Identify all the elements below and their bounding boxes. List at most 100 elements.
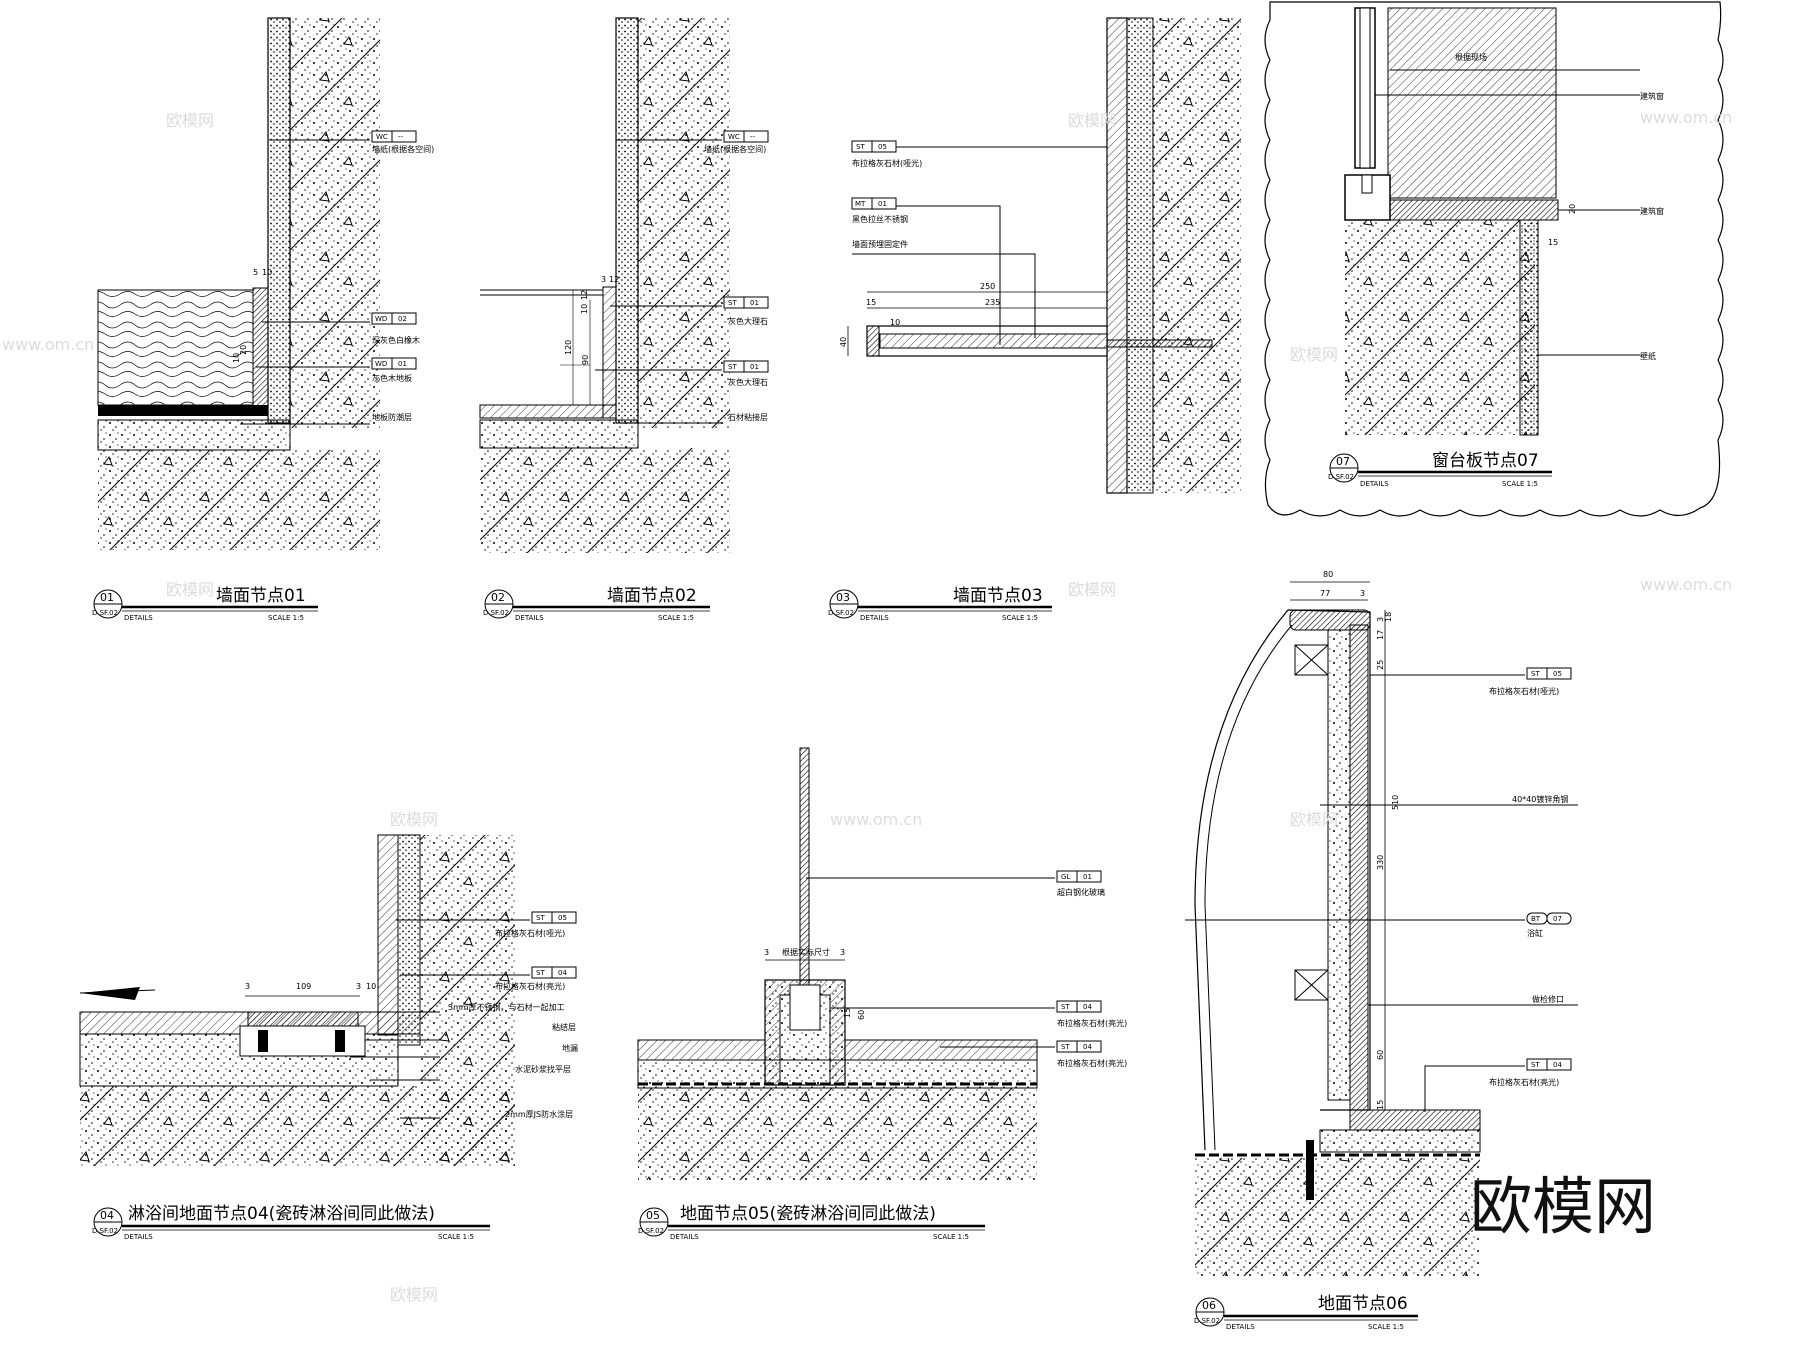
tag-num: 05 bbox=[558, 914, 567, 922]
note-text: 3mm厚不锈钢，与石材一起加工 bbox=[448, 1002, 565, 1012]
detail-03-dims-lines bbox=[847, 291, 1107, 356]
sheet-ref: D.SF.02 bbox=[1194, 1317, 1220, 1325]
tag-st04: ST 04 布拉格灰石材(亮光) bbox=[495, 966, 577, 991]
detail-02: 3 12 10 12 120 90 WC -- 墙纸(根据各空间) ST 01 … bbox=[479, 17, 769, 622]
tag-code: WC bbox=[376, 133, 388, 141]
floor-slab bbox=[480, 448, 730, 553]
dim-text: 12 bbox=[580, 290, 589, 300]
sheet-ref: D.SF.02 bbox=[1328, 473, 1354, 481]
scale-label: SCALE 1:5 bbox=[658, 614, 694, 622]
detail-number: 05 bbox=[646, 1209, 660, 1222]
dim-text: 25 bbox=[1376, 660, 1385, 670]
floor-screed bbox=[97, 419, 291, 451]
tag-num: 05 bbox=[1553, 670, 1562, 678]
tag-text: 墙纸(根据各空间) bbox=[704, 144, 766, 154]
dim-text: 3 bbox=[840, 948, 845, 957]
sill-concrete bbox=[1345, 220, 1535, 435]
detail-04-dims: 3 109 3 10 bbox=[245, 982, 376, 991]
tag-text: 超白钢化玻璃 bbox=[1057, 887, 1105, 897]
details-label: DETAILS bbox=[124, 614, 153, 622]
floor-stone bbox=[1349, 1109, 1481, 1131]
dim-text: 10 bbox=[580, 304, 589, 314]
tag-st04b: ST 04 布拉格灰石材(亮光) bbox=[1056, 1040, 1127, 1068]
dim-text: 15 bbox=[1376, 1100, 1385, 1110]
scale-label: SCALE 1:5 bbox=[1002, 614, 1038, 622]
tag-code: ST bbox=[1061, 1043, 1070, 1051]
detail-06-leaders bbox=[1185, 674, 1578, 1112]
detail-03-dims: 250 235 15 10 40 bbox=[839, 282, 1000, 347]
watermark-url: www.om.cn bbox=[1640, 108, 1732, 127]
note-text: 地板防潮层 bbox=[372, 412, 412, 422]
tag-code: MT bbox=[855, 200, 866, 208]
tag-code: ST bbox=[728, 363, 737, 371]
tag-code: BT bbox=[1531, 915, 1541, 923]
dim-text: 15 bbox=[866, 298, 876, 307]
watermark-text: 欧模网 bbox=[1290, 345, 1338, 364]
dim-text: 10 bbox=[262, 268, 272, 277]
tag-mt01: MT 01 黑色拉丝不锈钢 bbox=[851, 197, 908, 224]
tag-st01a: ST 01 灰色大理石 bbox=[723, 296, 769, 326]
slope-arrow bbox=[80, 987, 140, 1000]
window-glass bbox=[1359, 7, 1371, 169]
watermark-url: www.om.cn bbox=[1640, 575, 1732, 594]
wall-plaster bbox=[267, 17, 291, 424]
detail-05: 3 根据实际尺寸 3 15 60 GL 01 超白钢化玻璃 ST 04 布拉格灰… bbox=[637, 747, 1127, 1241]
tub-inner bbox=[1204, 624, 1293, 1151]
dim-text: 250 bbox=[980, 282, 995, 291]
details-label: DETAILS bbox=[1226, 1323, 1255, 1331]
detail-05-dims: 3 根据实际尺寸 3 15 60 bbox=[764, 947, 866, 1020]
dim-text: 3 bbox=[1360, 589, 1365, 598]
tag-st05: ST 05 布拉格灰石材(哑光) bbox=[1489, 667, 1572, 696]
tag-num: 01 bbox=[750, 299, 759, 307]
dim-text: 3 bbox=[601, 275, 606, 284]
dim-text: 77 bbox=[1320, 589, 1330, 598]
details-label: DETAILS bbox=[124, 1233, 153, 1241]
detail-title: 淋浴间地面节点04(瓷砖淋浴间同此做法) bbox=[128, 1204, 435, 1224]
anchor-bolt bbox=[1306, 1140, 1314, 1200]
detail-title: 墙面节点01 bbox=[216, 586, 306, 606]
tub-outline bbox=[1194, 609, 1371, 1151]
floor-slab bbox=[1195, 1158, 1480, 1276]
detail-02-dims: 3 12 10 12 120 90 bbox=[564, 275, 619, 365]
tag-code: GL bbox=[1061, 873, 1070, 881]
dim-text: 3 bbox=[245, 982, 250, 991]
detail-title: 地面节点06 bbox=[1318, 1294, 1408, 1314]
detail-06-dims-lines bbox=[1290, 581, 1386, 1110]
floor-stone-left bbox=[637, 1039, 766, 1061]
floor-slab bbox=[80, 1086, 515, 1166]
detail-number: 06 bbox=[1202, 1299, 1216, 1312]
shelf-edge bbox=[866, 325, 880, 357]
tag-num: 01 bbox=[878, 200, 887, 208]
details-label: DETAILS bbox=[860, 614, 889, 622]
note-text: 40*40镀锌角钢 bbox=[1512, 794, 1568, 804]
tag-text: 黑色拉丝不锈钢 bbox=[852, 214, 908, 224]
dim-text: 10 bbox=[232, 353, 241, 363]
tag-text: 浴缸 bbox=[1527, 928, 1543, 938]
tag-code: ST bbox=[856, 143, 865, 151]
floor-stone-right bbox=[844, 1039, 1038, 1061]
tag-num: 04 bbox=[558, 969, 567, 977]
dim-text: 60 bbox=[857, 1010, 866, 1020]
detail-03: 250 235 15 10 40 ST 05 布拉格灰石材(哑光) MT 01 … bbox=[828, 17, 1241, 622]
watermark-text: 欧模网 bbox=[166, 111, 214, 130]
detail-01-dims: 5 10 20 10 bbox=[232, 268, 272, 363]
detail-02-title-block: 02 D.SF.02 墙面节点02 DETAILS SCALE 1:5 bbox=[483, 586, 710, 622]
watermark-text: 欧模网 bbox=[166, 580, 214, 599]
wall-plaster bbox=[1126, 17, 1154, 494]
detail-07-labels: 根据现场 建筑窗 建筑窗 壁纸 20 15 bbox=[1455, 52, 1664, 361]
watermark-logo: 欧模网 bbox=[1470, 1170, 1656, 1243]
dim-text: 15 bbox=[1548, 238, 1558, 247]
note-text: 建筑窗 bbox=[1640, 91, 1664, 101]
tag-st04a: ST 04 布拉格灰石材(亮光) bbox=[1056, 1000, 1127, 1028]
tag-num: -- bbox=[750, 133, 756, 141]
wall-above bbox=[1387, 7, 1557, 199]
tag-code: ST bbox=[1531, 1061, 1540, 1069]
detail-number: 03 bbox=[836, 591, 850, 604]
dim-text: 20 bbox=[1568, 204, 1577, 214]
tag-num: 04 bbox=[1553, 1061, 1562, 1069]
detail-05-dims-lines bbox=[765, 959, 845, 1040]
watermark-text: 欧模网 bbox=[1068, 580, 1116, 599]
dim-text: 330 bbox=[1376, 855, 1385, 870]
dim-text: 12 bbox=[609, 275, 619, 284]
tag-wd02: WD 02 深灰色白橡木 bbox=[371, 312, 420, 345]
